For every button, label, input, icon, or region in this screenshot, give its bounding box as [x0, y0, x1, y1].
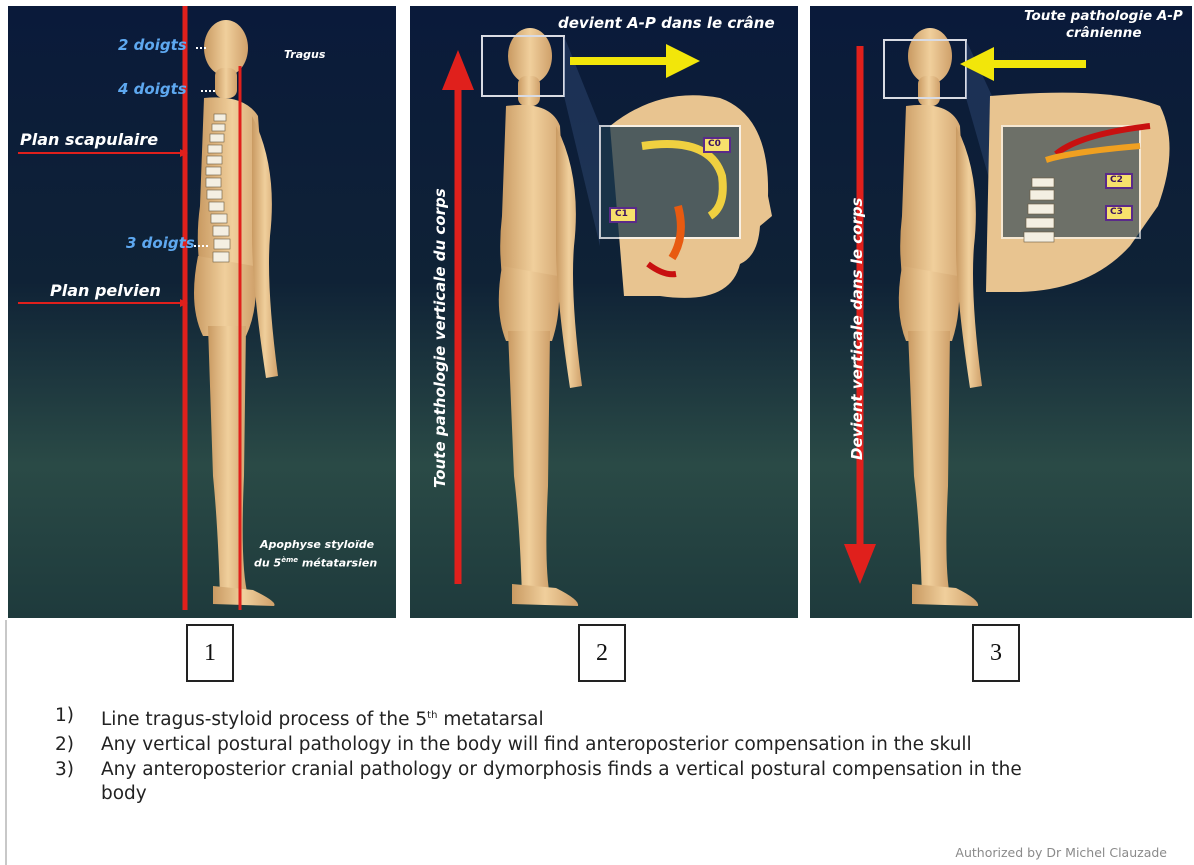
panel-number-1: 1 [186, 624, 234, 682]
legend: 1) Line tragus-styloid process of the 5t… [55, 704, 1155, 807]
panel-2-artwork [410, 6, 798, 618]
label-three-fingers: 3 doigts [126, 234, 195, 252]
label-pelvic-plane: Plan pelvien [50, 281, 161, 300]
panel-2-illustration: devient A-P dans le crâne Toute patholog… [410, 6, 798, 618]
legend-item-3: 3) Any anteroposterior cranial pathology… [55, 758, 1155, 806]
legend-text: Any vertical postural pathology in the b… [101, 733, 972, 757]
panel-1-artwork [8, 6, 396, 618]
page-frame-left [5, 620, 7, 865]
label-c0: C0 [708, 139, 721, 149]
panel-1-illustration: 2 doigts Tragus 4 doigts Plan scapulaire… [8, 6, 396, 618]
label-top-arrow-2: devient A-P dans le crâne [558, 14, 775, 32]
legend-text: Any anteroposterior cranial pathology or… [101, 758, 1022, 806]
label-four-fingers: 4 doigts [118, 80, 187, 98]
label-vertical-2: Toute pathologie verticale du corps [431, 198, 449, 488]
legend-number: 2) [55, 733, 101, 757]
legend-item-2: 2) Any vertical postural pathology in th… [55, 733, 1155, 757]
label-c3: C3 [1110, 207, 1123, 217]
panel-number-2: 2 [578, 624, 626, 682]
label-top-3-line1: Toute pathologie A-P [1024, 8, 1183, 24]
label-scapular-plane: Plan scapulaire [20, 130, 158, 149]
label-styloid-line1: Apophyse styloïde [260, 538, 374, 551]
legend-text: Line tragus-styloid process of the 5th m… [101, 704, 544, 732]
panel-3-artwork [810, 6, 1192, 618]
legend-number: 1) [55, 704, 101, 732]
label-two-fingers: 2 doigts [118, 36, 187, 54]
legend-number: 3) [55, 758, 101, 806]
label-tragus: Tragus [284, 48, 325, 61]
label-c1: C1 [615, 209, 628, 219]
panel-number-3: 3 [972, 624, 1020, 682]
label-c2: C2 [1110, 175, 1123, 185]
label-top-3-line2: crânienne [1066, 25, 1142, 41]
label-styloid-line2: du 5ème métatarsien [254, 556, 377, 570]
credit-text: Authorized by Dr Michel Clauzade [955, 845, 1167, 860]
panel-3-illustration: Toute pathologie A-P crânienne Devient v… [810, 6, 1192, 618]
legend-item-1: 1) Line tragus-styloid process of the 5t… [55, 704, 1155, 732]
label-vertical-3: Devient verticale dans le corps [848, 170, 866, 460]
